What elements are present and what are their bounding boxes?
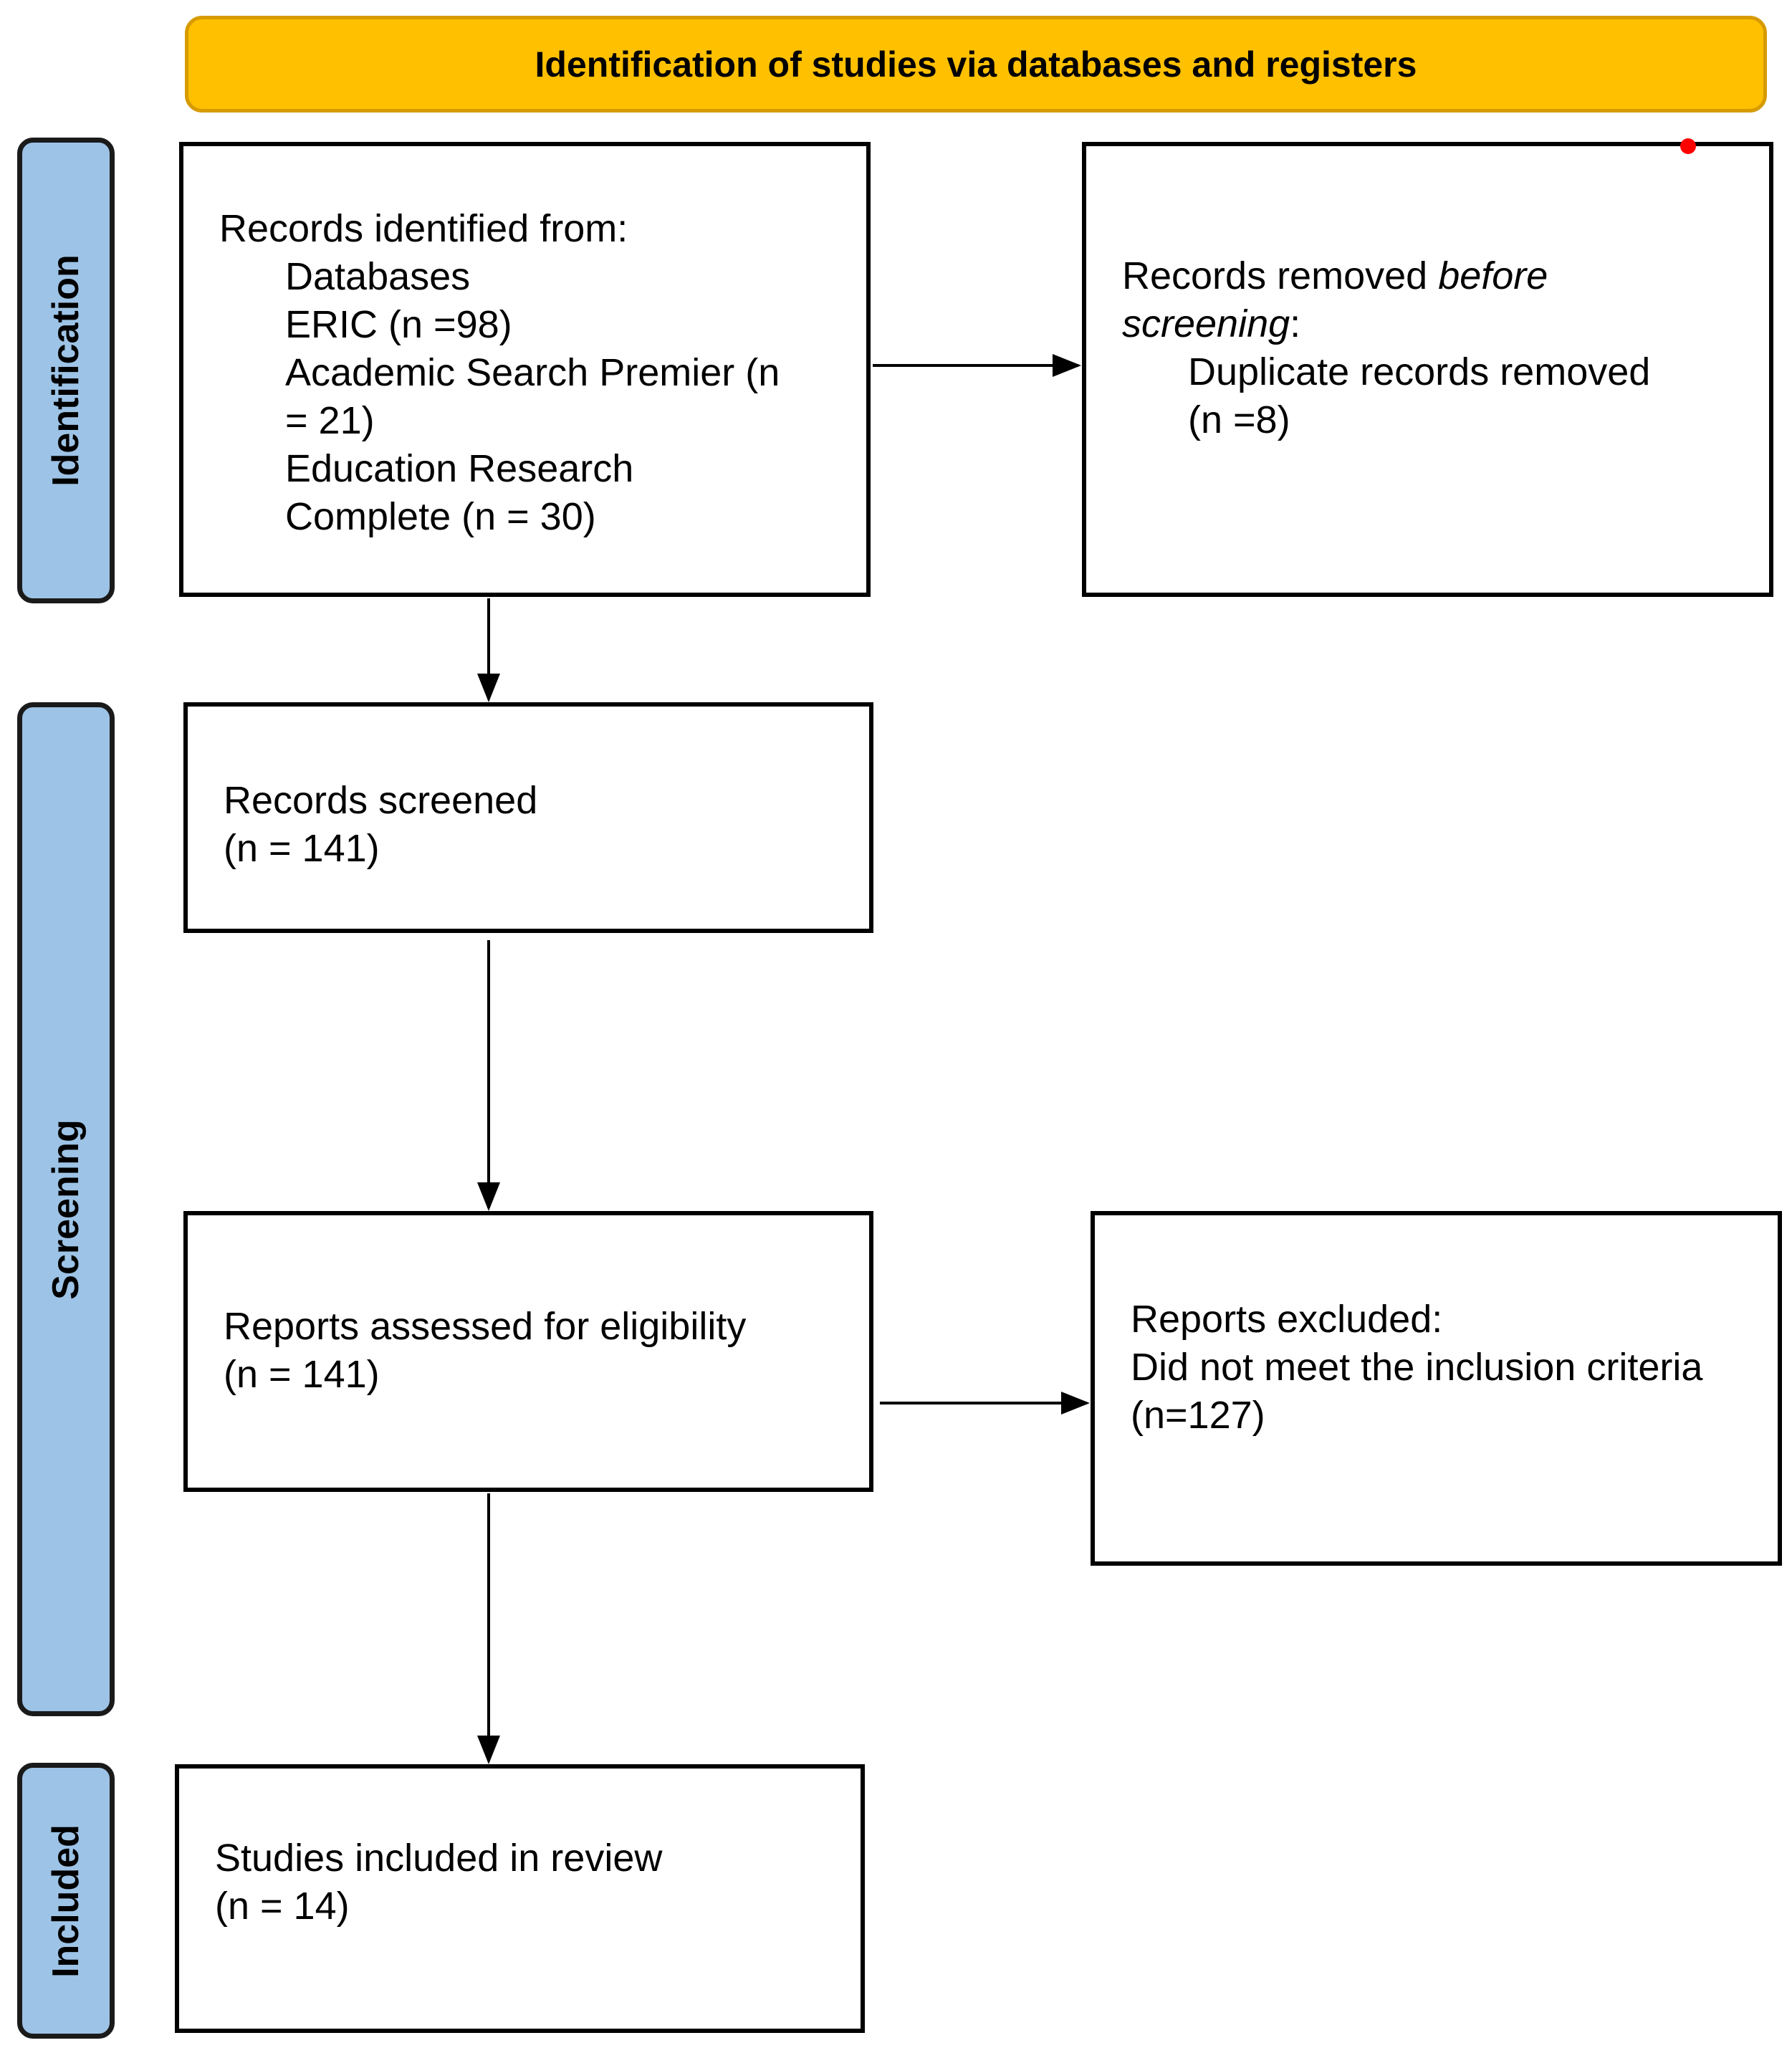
reports-excluded-box: Reports excluded: Did not meet the inclu…	[1091, 1211, 1782, 1566]
records-removed-heading-line1: Records removed before	[1122, 252, 1740, 300]
studies-included-count: (n = 14)	[215, 1885, 350, 1928]
reports-excluded-reason: Did not meet the inclusion criteria	[1131, 1346, 1703, 1389]
header-banner: Identification of studies via databases …	[185, 16, 1767, 113]
records-identified-heading: Records identified from:	[219, 207, 628, 250]
records-identified-box: Records identified from: Databases ERIC …	[179, 142, 871, 597]
duplicate-records-count: (n =8)	[1188, 398, 1290, 441]
records-removed-heading-screening: screening	[1122, 302, 1290, 345]
phase-identification: Identification	[17, 138, 115, 603]
records-screened-count: (n = 141)	[224, 827, 380, 870]
databases-label: Databases	[285, 255, 471, 298]
reports-assessed-label: Reports assessed for eligibility	[224, 1305, 747, 1348]
red-marker-dot	[1680, 138, 1696, 154]
studies-included-box: Studies included in review (n = 14)	[175, 1764, 865, 2033]
records-screened-box: Records screened (n = 141)	[183, 702, 873, 933]
education-research-line2: Complete (n = 30)	[285, 495, 596, 538]
records-removed-box: Records removed before screening: Duplic…	[1082, 142, 1773, 597]
academic-search-premier-line2: = 21)	[285, 399, 375, 442]
phase-screening: Screening	[17, 702, 115, 1716]
reports-assessed-box: Reports assessed for eligibility (n = 14…	[183, 1211, 873, 1492]
duplicate-records-label: Duplicate records removed	[1188, 350, 1651, 393]
studies-included-label: Studies included in review	[215, 1837, 663, 1880]
reports-excluded-label: Reports excluded:	[1131, 1298, 1443, 1341]
reports-assessed-count: (n = 141)	[224, 1353, 380, 1396]
records-removed-heading-plain: Records removed	[1122, 254, 1439, 297]
reports-excluded-count: (n=127)	[1131, 1394, 1265, 1437]
records-screened-label: Records screened	[224, 779, 538, 822]
education-research-line1: Education Research	[285, 447, 634, 490]
records-removed-heading-before: before	[1438, 254, 1548, 297]
records-removed-heading-line2: screening:	[1122, 300, 1740, 348]
academic-search-premier-line1: Academic Search Premier (n	[285, 351, 780, 394]
phase-label-screening: Screening	[45, 1119, 87, 1300]
header-title: Identification of studies via databases …	[535, 44, 1417, 85]
phase-label-identification: Identification	[45, 254, 87, 487]
records-removed-heading-colon: :	[1290, 302, 1301, 345]
eric-count: ERIC (n =98)	[285, 303, 512, 346]
phase-included: Included	[17, 1763, 115, 2039]
phase-label-included: Included	[45, 1824, 87, 1978]
